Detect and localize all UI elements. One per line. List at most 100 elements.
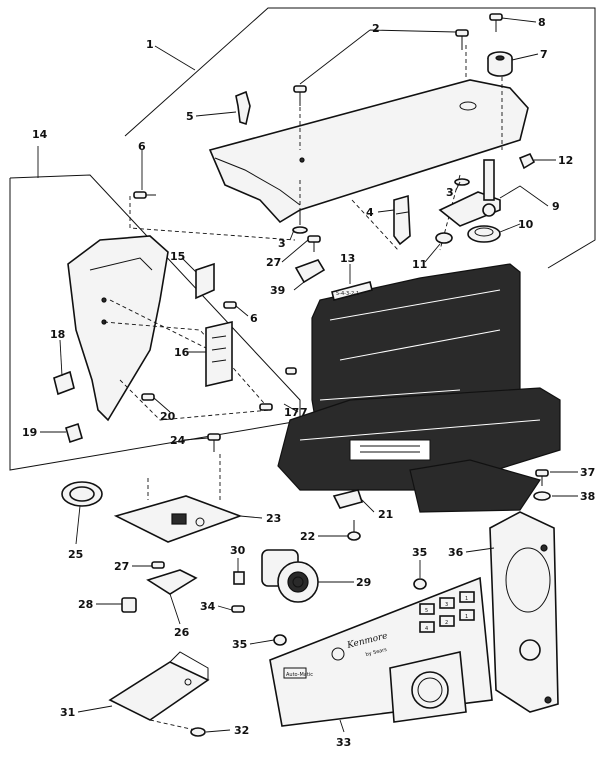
callout-24: 24 (170, 434, 186, 447)
thread-guide-4 (393, 194, 411, 246)
leader-21 (359, 497, 375, 513)
leader-27 (132, 239, 309, 567)
panel-brand-sub: by Sears (365, 647, 388, 658)
bracket-12 (518, 152, 536, 170)
callout-15: 15 (170, 250, 185, 263)
rear-cover (67, 235, 169, 422)
screw-35-low (273, 634, 287, 646)
callout-20: 20 (160, 410, 176, 423)
callout-32: 32 (234, 724, 249, 737)
screw-6-mid (223, 301, 237, 309)
washer-3-left (292, 226, 308, 234)
leader-10 (499, 223, 521, 233)
screw-24 (207, 433, 221, 452)
callout-10: 10 (518, 218, 534, 231)
button-18 (53, 370, 75, 396)
alignment-line (119, 379, 271, 421)
screw-20 (141, 393, 155, 401)
callout-35: 35 (232, 638, 247, 651)
callout-29: 29 (356, 576, 371, 589)
callout-39: 39 (270, 284, 285, 297)
group-1-boundary (124, 7, 596, 269)
screw-34 (231, 605, 245, 613)
callout-27: 27 (114, 560, 129, 573)
leader-25 (75, 505, 81, 545)
alignment-line (109, 299, 211, 351)
tire-10 (467, 225, 501, 243)
clip-19 (65, 422, 83, 444)
leader-5 (195, 111, 237, 117)
leader-31 (77, 705, 113, 713)
washer-3-right (454, 178, 470, 186)
callout-6: 6 (250, 312, 258, 325)
leader-34 (217, 605, 233, 611)
foot-21 (332, 489, 364, 509)
leader-7 (283, 53, 539, 413)
presser-26 (146, 569, 198, 595)
washer-38 (533, 491, 551, 501)
leader-3 (289, 181, 461, 241)
screw-27-low (151, 561, 165, 569)
leader-1 (154, 45, 196, 71)
leader-33 (339, 719, 345, 733)
callout-34: 34 (200, 600, 216, 613)
callout-35: 35 (412, 546, 427, 559)
leader-9 (499, 185, 549, 207)
screw-37 (535, 469, 549, 486)
callout-23: 23 (266, 512, 281, 525)
callout-3: 3 (278, 237, 286, 250)
leader-4 (377, 209, 395, 213)
plate-13-text: 5-4-3-2-1 (336, 291, 359, 297)
leader-24 (183, 437, 209, 441)
leader-20 (153, 397, 171, 413)
bobbin-winder-9 (435, 159, 501, 244)
callout-12: 12 (558, 154, 573, 167)
pin-30 (233, 571, 245, 585)
callout-19: 19 (22, 426, 37, 439)
alignment-line (149, 719, 196, 731)
screw-2a (455, 29, 469, 50)
motor-29 (261, 549, 319, 603)
callout-9: 9 (552, 200, 560, 213)
callout-18: 18 (50, 328, 65, 341)
leader-2 (299, 29, 457, 85)
screw-35-top (413, 578, 427, 590)
panel-small-label: Auto-Matic (286, 672, 313, 678)
callout-16: 16 (174, 346, 190, 359)
alignment-line (351, 199, 399, 251)
alignment-line (129, 196, 296, 241)
svg-text:3: 3 (445, 602, 448, 608)
callout-3: 3 (446, 186, 454, 199)
callout-7: 7 (540, 48, 548, 61)
leader-32 (205, 729, 231, 733)
group-14-boundary-bottom (9, 178, 306, 471)
leader-15 (181, 257, 197, 273)
stitch-plate-13: 5-4-3-2-1 (331, 281, 373, 301)
foot-28 (121, 597, 137, 613)
callout-5: 5 (186, 110, 194, 123)
spool-25 (61, 481, 103, 507)
svg-text:1: 1 (465, 614, 468, 620)
machine-frame (277, 263, 561, 513)
svg-text:5: 5 (425, 608, 428, 614)
callout-4: 4 (366, 206, 374, 219)
leader-35 (249, 560, 421, 645)
callout-28: 28 (78, 598, 93, 611)
cover-plate-31 (108, 651, 210, 721)
callout-37: 37 (580, 466, 595, 479)
callout-26: 26 (174, 626, 190, 639)
stitch-selector-keys: 5 3 1 4 2 1 (419, 591, 475, 633)
callout-2: 2 (372, 22, 380, 35)
leader-39 (293, 281, 305, 291)
stop-motion-knob (487, 51, 513, 77)
front-panel-33: Auto-Matic Kenmore by Sears 5 3 1 4 2 1 (269, 576, 493, 727)
leader-23 (239, 515, 263, 519)
callout-17: 17 (284, 406, 299, 419)
callout-14: 14 (32, 128, 48, 141)
screw-27-top (307, 235, 321, 252)
leader-18 (59, 339, 63, 377)
screw-32 (190, 727, 206, 737)
svg-text:1: 1 (465, 596, 468, 602)
